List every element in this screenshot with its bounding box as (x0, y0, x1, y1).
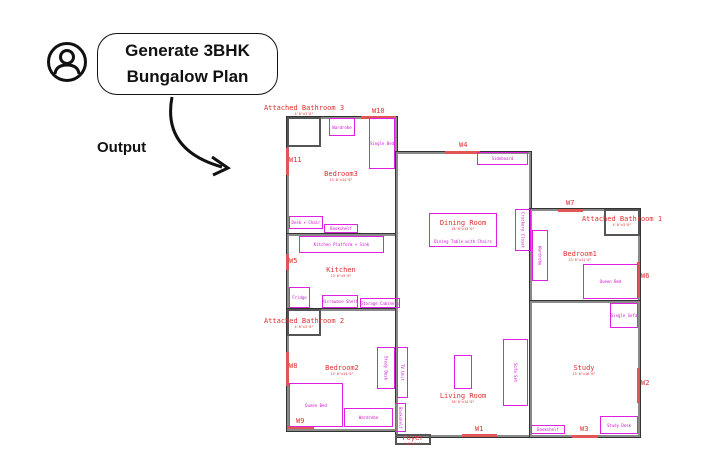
window-label: W8 (289, 362, 298, 370)
attached-bathroom-2 (287, 309, 321, 336)
wardrobe: Wardrobe (532, 230, 548, 281)
crockery-closet: Crockery Closet (515, 209, 531, 251)
study-desk: Study Desk (600, 416, 638, 434)
window-label: W4 (459, 141, 468, 149)
window-label: W2 (641, 379, 650, 387)
window-label: W10 (372, 107, 385, 115)
output-label: Output (97, 139, 147, 156)
window-w5 (286, 254, 289, 270)
window-w10 (361, 116, 396, 119)
bookshelf: Bookshelf (395, 403, 406, 432)
prompt-bubble: Generate 3BHK Bungalow Plan (97, 33, 278, 95)
window-w8 (286, 352, 289, 386)
curved-arrow-icon (169, 96, 232, 177)
single-sofa: Single Sofa (610, 303, 638, 328)
wardrobe: Wardrobe (329, 118, 355, 136)
attached-bathroom-1 (604, 209, 640, 236)
storage-cabinets: Storage Cabinets (360, 298, 400, 308)
queen-bed: Queen Bed (289, 383, 343, 427)
sofa-set: Sofa Set (503, 339, 528, 406)
coffee-table (454, 355, 472, 389)
window-w4 (445, 151, 480, 154)
window-label: W1 (475, 425, 484, 433)
study-desk: Study Desk (377, 347, 395, 389)
window-label: W5 (289, 257, 298, 265)
window-w1 (462, 434, 497, 437)
fridge: Fridge (289, 287, 310, 308)
sideboard: Sideboard (477, 152, 528, 165)
bookshelf: Bookshelf (324, 224, 358, 233)
wardrobe: Wardrobe (344, 408, 393, 427)
window-w9 (287, 426, 314, 429)
prompt-line-2: Bungalow Plan (126, 67, 249, 86)
prompt-line-1: Generate 3BHK (125, 41, 250, 60)
window-w3 (572, 435, 598, 438)
attached-bathroom-3 (287, 117, 321, 147)
kitchen-platform: Kitchen Platform + Sink (299, 236, 384, 253)
microwave-shelf: Microwave Shelf (322, 295, 358, 308)
window-w11 (286, 148, 289, 175)
user-avatar-icon (47, 42, 87, 82)
single-bed: Single Bed (369, 118, 395, 169)
window-w6 (637, 262, 640, 297)
window-w2 (637, 368, 640, 403)
foyer (395, 434, 431, 445)
window-label: W9 (296, 417, 305, 425)
window-label: W6 (641, 272, 650, 280)
desk-chair: Desk + Chair (289, 216, 323, 229)
tv-unit: TV Unit (397, 347, 408, 398)
window-label: W3 (580, 425, 589, 433)
dining-table: Dining Table with Chairs (429, 213, 497, 247)
bookshelf: Bookshelf (531, 425, 565, 434)
queen-bed: Queen Bed (583, 264, 638, 299)
window-label: W11 (289, 156, 302, 164)
window-label: W7 (566, 199, 575, 207)
window-w7 (558, 209, 583, 212)
